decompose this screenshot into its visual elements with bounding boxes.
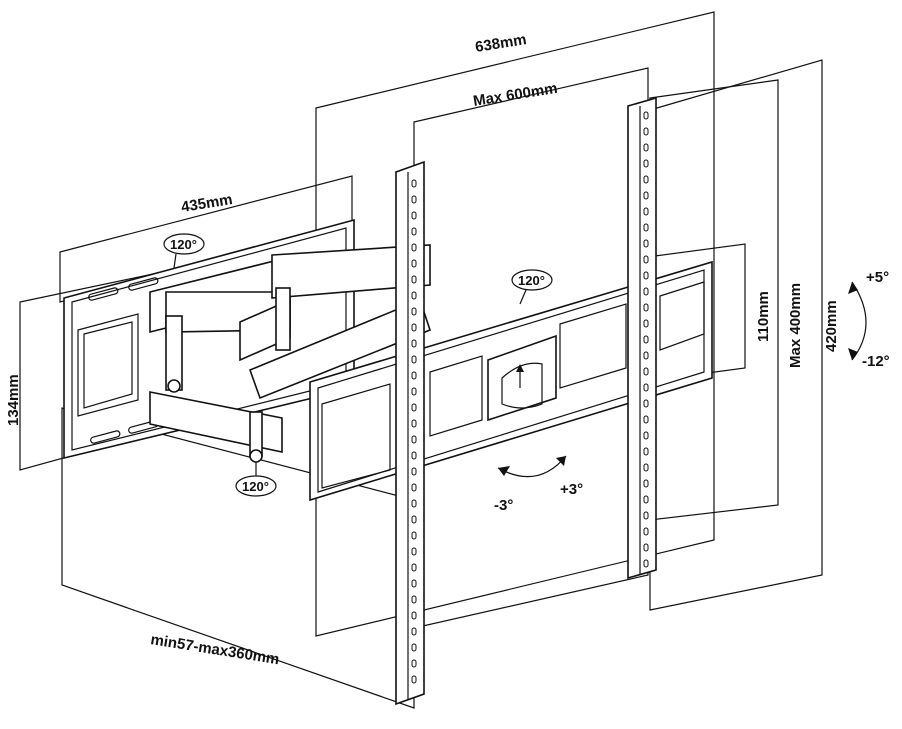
bracket-hole	[643, 239, 649, 248]
bracket-hole	[411, 563, 417, 572]
bracket-hole	[411, 291, 417, 300]
bracket-hole	[643, 431, 649, 440]
bracket-hole	[643, 255, 649, 264]
bracket-hole	[643, 111, 649, 120]
bracket-hole	[411, 211, 417, 220]
bracket-hole	[411, 499, 417, 508]
bracket-hole	[411, 435, 417, 444]
bracket-hole	[411, 547, 417, 556]
bracket-hole	[643, 319, 649, 328]
bracket-hole	[643, 463, 649, 472]
bracket-hole	[411, 467, 417, 476]
bracket-hole	[643, 335, 649, 344]
bracket-holes-right	[643, 111, 649, 568]
bracket-hole	[411, 579, 417, 588]
label-level-minus: -3°	[494, 497, 513, 514]
bracket-hole	[411, 531, 417, 540]
label-width-max: Max 600mm	[472, 80, 559, 110]
bracket-hole	[643, 207, 649, 216]
pivot-right	[275, 287, 291, 351]
bracket-hole	[411, 419, 417, 428]
label-swivel-top: 120°	[170, 237, 197, 252]
bracket-hole	[643, 415, 649, 424]
swivel-badge-top	[163, 233, 205, 255]
bracket-hole	[643, 527, 649, 536]
rail-window-4	[659, 281, 705, 351]
bracket-hole	[411, 451, 417, 460]
label-depth-range: min57-max360mm	[149, 631, 280, 668]
pivot-left	[165, 315, 183, 391]
bracket-hole	[643, 543, 649, 552]
bracket-hole	[411, 675, 417, 684]
tilt-arc	[851, 281, 867, 361]
bracket-hole	[643, 287, 649, 296]
bracket-hole	[643, 175, 649, 184]
bracket-hole	[411, 595, 417, 604]
label-swivel-mid: 120°	[518, 273, 545, 288]
vertical-bracket-right	[627, 96, 657, 580]
swivel-badge-mid	[511, 269, 553, 291]
depth-frame	[61, 407, 415, 709]
bracket-hole	[411, 611, 417, 620]
wall-plate-window-left	[77, 313, 139, 417]
bracket-hole	[411, 307, 417, 316]
label-height-outer: 420mm	[823, 300, 840, 352]
center-plate	[487, 334, 557, 422]
rail-window-2	[429, 355, 483, 437]
bracket-hole	[411, 483, 417, 492]
bracket-hole	[643, 383, 649, 392]
bracket-hole	[643, 559, 649, 568]
label-tilt-up: +5°	[866, 269, 889, 286]
bracket-hole	[411, 627, 417, 636]
bracket-hole	[411, 243, 417, 252]
rail-window-1	[321, 383, 391, 489]
bracket-hole	[411, 227, 417, 236]
arm-extension	[248, 298, 431, 400]
bracket-hole	[411, 371, 417, 380]
bracket-hole	[643, 191, 649, 200]
label-level-plus: +3°	[560, 481, 583, 498]
bracket-hole	[411, 659, 417, 668]
bracket-hole	[411, 179, 417, 188]
bracket-hole	[643, 159, 649, 168]
bracket-hole	[411, 643, 417, 652]
arm-lower	[149, 391, 283, 453]
bracket-hole	[643, 127, 649, 136]
label-swivel-bottom: 120°	[242, 479, 269, 494]
vertical-bracket-left	[395, 160, 425, 706]
bracket-hole	[411, 387, 417, 396]
bracket-hole	[643, 447, 649, 456]
bracket-hole	[411, 355, 417, 364]
bracket-hole	[411, 275, 417, 284]
bracket-hole	[411, 403, 417, 412]
bracket-hole	[643, 143, 649, 152]
label-wall-plate-width: 435mm	[180, 191, 234, 216]
bracket-hole	[643, 303, 649, 312]
label-wall-plate-height: 134mm	[5, 374, 22, 426]
label-height-max: Max 400mm	[787, 283, 804, 368]
bracket-hole	[643, 479, 649, 488]
bracket-hole	[643, 399, 649, 408]
bracket-hole	[643, 495, 649, 504]
center-lock	[501, 362, 543, 409]
bracket-hole	[643, 351, 649, 360]
arm-top	[271, 244, 431, 299]
bracket-hole	[643, 223, 649, 232]
bracket-hole	[643, 271, 649, 280]
bracket-hole	[411, 323, 417, 332]
bracket-hole	[643, 511, 649, 520]
bracket-hole	[411, 195, 417, 204]
label-tilt-down: -12°	[862, 353, 890, 370]
bracket-hole	[411, 259, 417, 268]
bracket-holes-left	[411, 179, 417, 684]
rail-window-3	[559, 303, 627, 389]
bracket-hole	[411, 339, 417, 348]
label-width-outer: 638mm	[474, 31, 528, 56]
bracket-hole	[643, 367, 649, 376]
bracket-hole	[411, 515, 417, 524]
label-rail-height: 110mm	[755, 291, 772, 342]
